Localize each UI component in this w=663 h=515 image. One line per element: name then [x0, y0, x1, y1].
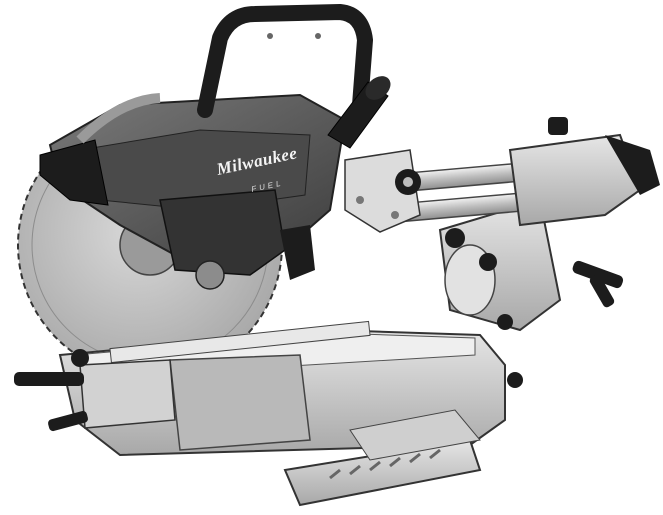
motor-housing: Milwaukee FUEL	[48, 93, 347, 290]
slide-carriage	[344, 149, 421, 233]
rail-lock-knob	[548, 117, 568, 135]
dust-port	[327, 76, 391, 149]
saw-base	[58, 320, 506, 507]
rear-knob-top	[445, 228, 465, 248]
rear-lock-lever	[572, 260, 624, 289]
rail-end-cap	[605, 135, 660, 195]
left-extension-wing	[14, 349, 176, 432]
front-grip	[39, 139, 109, 206]
base-vent-slots	[329, 448, 441, 480]
left-clamp-handle	[14, 372, 84, 386]
left-knob	[71, 349, 89, 367]
rail-housing	[508, 117, 660, 227]
carry-handle	[197, 4, 373, 118]
upper-guard	[76, 93, 161, 144]
rear-knob-mid	[479, 253, 497, 271]
rear-bevel-support	[438, 198, 624, 388]
